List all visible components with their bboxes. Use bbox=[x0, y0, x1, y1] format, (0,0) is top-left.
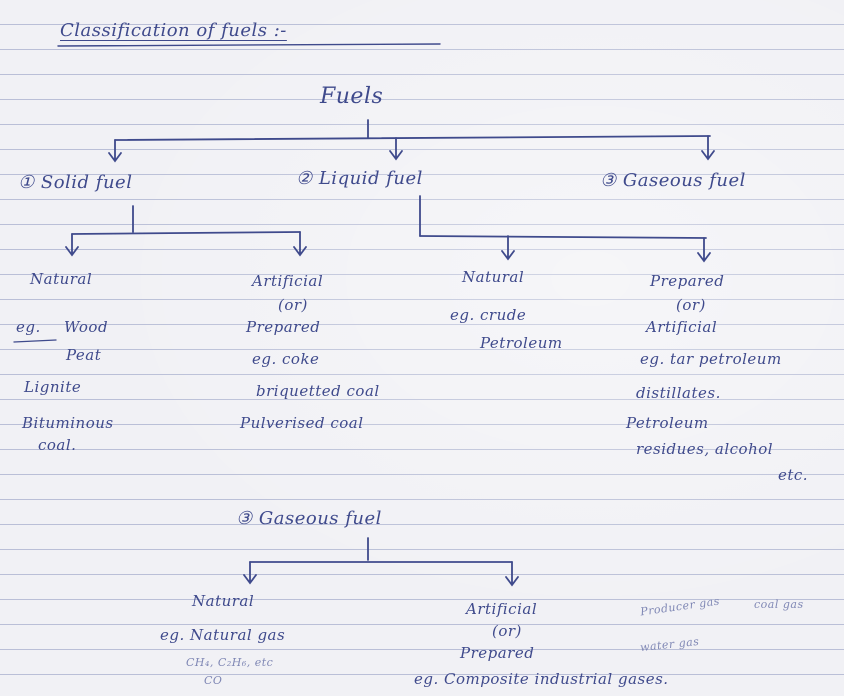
page-title: Classification of fuels :- bbox=[60, 20, 287, 41]
solid-artificial-alt: Prepared bbox=[246, 318, 321, 336]
arrow-liquid bbox=[389, 137, 403, 161]
solid-natural-item: Wood bbox=[64, 318, 109, 336]
category-solid: ① Solid fuel bbox=[18, 172, 133, 193]
arrow-liquid-prepared bbox=[697, 237, 711, 263]
category-liquid: ② Liquid fuel bbox=[296, 168, 423, 189]
arrow-gaseous bbox=[701, 135, 715, 161]
gas-artificial-example: eg. Composite industrial gases. bbox=[414, 670, 669, 688]
root-bar bbox=[114, 135, 711, 141]
solid-artificial-item: Pulverised coal bbox=[240, 414, 364, 432]
arrow-solid-natural bbox=[65, 233, 79, 257]
arrow-solid bbox=[108, 139, 122, 163]
gas-natural-co: CO bbox=[204, 674, 223, 687]
gas-artificial-heading: Artificial bbox=[466, 600, 538, 618]
gas-artificial-or: (or) bbox=[492, 622, 522, 640]
solid-natural-item: coal. bbox=[38, 436, 77, 454]
eg-underline bbox=[13, 339, 57, 343]
solid-artificial-heading: Artificial bbox=[252, 272, 324, 290]
solid-natural-item: Peat bbox=[66, 346, 102, 364]
liquid-prepared-alt: Artificial bbox=[646, 318, 718, 336]
side-note: coal gas bbox=[754, 598, 804, 611]
solid-natural-item: Lignite bbox=[24, 378, 82, 396]
arrow-gas-artificial bbox=[505, 561, 519, 587]
solid-natural-heading: Natural bbox=[30, 270, 93, 288]
gas-natural-heading: Natural bbox=[192, 592, 255, 610]
category-gaseous: ③ Gaseous fuel bbox=[600, 170, 746, 191]
liquid-prepared-item: distillates. bbox=[636, 384, 721, 402]
liquid-bar bbox=[419, 235, 707, 239]
solid-artificial-or: (or) bbox=[278, 296, 308, 314]
gas-natural-compounds: CH₄, C₂H₆, etc bbox=[186, 656, 274, 669]
arrow-liquid-natural bbox=[501, 235, 515, 261]
liquid-prepared-or: (or) bbox=[676, 296, 706, 314]
liquid-natural-heading: Natural bbox=[462, 268, 525, 286]
liquid-prepared-item: etc. bbox=[778, 466, 809, 484]
arrow-solid-artificial bbox=[293, 231, 307, 257]
liquid-natural-item: Petroleum bbox=[480, 334, 563, 352]
liquid-prepared-item: residues, alcohol bbox=[636, 440, 774, 458]
title-underline bbox=[57, 43, 441, 47]
arrow-gas-natural bbox=[243, 561, 257, 585]
solid-bar bbox=[71, 231, 301, 235]
gaseous-section-heading: ③ Gaseous fuel bbox=[236, 508, 382, 529]
solid-artificial-item: eg. coke bbox=[252, 350, 320, 368]
liquid-prepared-item: Petroleum bbox=[626, 414, 709, 432]
liquid-prepared-item: eg. tar petroleum bbox=[640, 350, 782, 368]
solid-artificial-item: briquetted coal bbox=[256, 382, 380, 400]
liquid-prepared-heading: Prepared bbox=[650, 272, 725, 290]
solid-natural-item: Bituminous bbox=[22, 414, 114, 432]
gas-natural-example: eg. Natural gas bbox=[160, 626, 286, 644]
solid-natural-eg: eg. bbox=[16, 318, 41, 336]
gas-artificial-alt: Prepared bbox=[460, 644, 535, 662]
root-node: Fuels bbox=[320, 84, 384, 109]
liquid-natural-item: eg. crude bbox=[450, 306, 527, 324]
